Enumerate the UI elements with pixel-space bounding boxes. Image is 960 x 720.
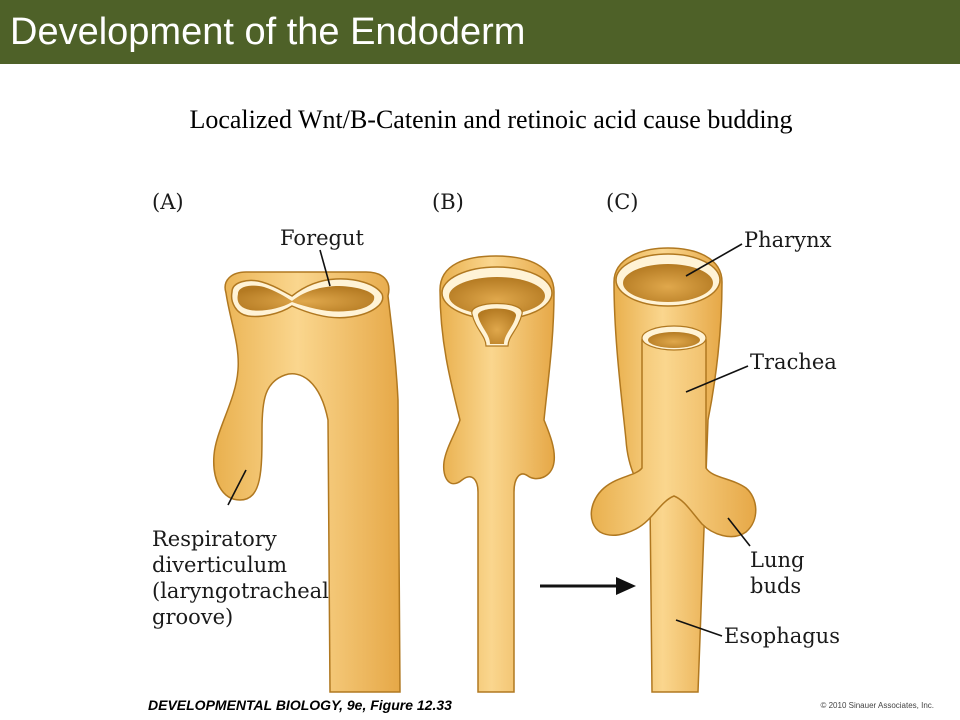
panel-label-c: (C) (606, 190, 638, 214)
title-bar: Development of the Endoderm (0, 0, 960, 64)
leader-lines (227, 243, 751, 637)
foregut-structure-a (213, 271, 401, 693)
pharynx-leader-line (685, 243, 743, 277)
respiratory-leader-line (227, 469, 247, 506)
copyright-notice: © 2010 Sinauer Associates, Inc. (820, 701, 934, 710)
respiratory-label-line-3: (laryngotracheal (152, 579, 329, 603)
panel-label-a: (A) (152, 190, 184, 214)
respiratory-label-line-1: Respiratory (152, 527, 277, 551)
trachea-label: Trachea (750, 350, 837, 374)
foregut-structure-b (439, 255, 556, 693)
esophagus-label: Esophagus (724, 624, 840, 648)
respiratory-label-line-2: diverticulum (152, 553, 287, 577)
slide-subtitle: Localized Wnt/B-Catenin and retinoic aci… (189, 105, 793, 134)
progression-arrow (540, 577, 636, 595)
lung-buds-leader-line (727, 517, 751, 547)
lung-buds-label-line-1: Lung (750, 548, 804, 572)
foregut-label: Foregut (280, 226, 364, 250)
slide-title: Development of the Endoderm (10, 11, 526, 53)
respiratory-label-line-4: groove) (152, 605, 233, 629)
esophagus-leader-line (675, 619, 723, 637)
foregut-leader-line (319, 249, 331, 287)
figure-caption: DEVELOPMENTAL BIOLOGY, 9e, Figure 12.33 (148, 697, 452, 713)
pharynx-label: Pharynx (744, 228, 832, 252)
foregut-structure-c (590, 247, 757, 693)
panel-label-b: (B) (432, 190, 464, 214)
trachea-leader-line (685, 365, 749, 393)
lung-buds-label-line-2: buds (750, 574, 801, 598)
